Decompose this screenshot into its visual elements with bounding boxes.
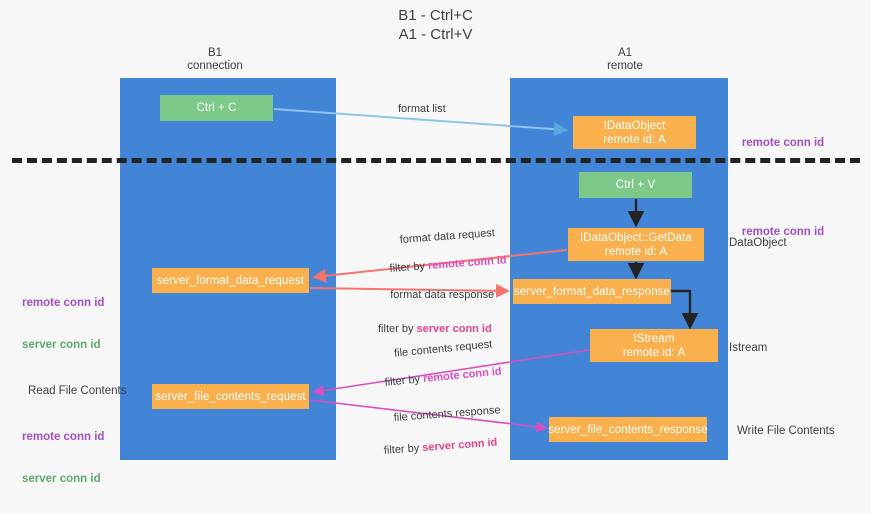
side-label-dataobject: DataObject — [729, 237, 787, 249]
diagram-canvas: B1 - Ctrl+C A1 - Ctrl+V B1 connection A1… — [12, 7, 860, 485]
key-label-remote-conn-id-mid: remote conn id — [729, 211, 824, 253]
key-remote-conn-id: remote conn id — [427, 254, 508, 273]
edge-label-line-2: filter by remote conn id — [384, 365, 503, 389]
node-server-file-contents-response[interactable]: server_file_contents_response — [548, 417, 708, 442]
edge-label-line-1: file contents request — [393, 338, 493, 360]
column-header-b1: B1 connection — [187, 47, 243, 72]
key-server-conn-id: server conn id — [421, 436, 498, 455]
node-ctrl-v[interactable]: Ctrl + V — [579, 172, 692, 198]
node-idataobject-getdata[interactable]: IDataObject::GetData remote id: A — [568, 228, 704, 261]
edge-label-line-2: filter by server conn id — [383, 436, 498, 457]
edge-label-file-contents-response: file contents response filter by server … — [380, 389, 505, 485]
key-label-left-upper: remote conn id server conn id — [22, 268, 104, 380]
node-ctrl-c[interactable]: Ctrl + C — [160, 95, 273, 121]
side-label-read-file-contents: Read File Contents — [28, 385, 127, 397]
key-remote-conn-id: remote conn id — [741, 226, 825, 238]
edge-label-line-1: format data response — [390, 289, 495, 301]
key-remote-conn-id: remote conn id — [741, 137, 825, 149]
node-idataobject[interactable]: IDataObject remote id: A — [573, 116, 696, 149]
side-label-istream: Istream — [729, 342, 768, 354]
key-server-conn-id: server conn id — [22, 339, 101, 351]
key-remote-conn-id: remote conn id — [22, 297, 105, 309]
key-label-remote-conn-id-top: remote conn id — [729, 122, 824, 164]
key-remote-conn-id: remote conn id — [22, 431, 105, 443]
key-server-conn-id: server conn id — [416, 323, 492, 335]
edge-label-line-1: format data request — [399, 227, 496, 247]
edge-label-line-2: filter by remote conn id — [389, 254, 508, 275]
key-label-left-lower: remote conn id server conn id — [22, 402, 104, 514]
edge-label-format-data-response: format data response filter by server co… — [378, 274, 494, 364]
node-server-format-data-request[interactable]: server_format_data_request — [152, 268, 309, 293]
node-server-file-contents-request[interactable]: server_file_contents_request — [152, 384, 309, 409]
page-title: B1 - Ctrl+C A1 - Ctrl+V — [398, 7, 473, 43]
node-istream[interactable]: IStream remote id: A — [590, 329, 718, 362]
side-label-write-file-contents: Write File Contents — [737, 425, 835, 437]
column-header-a1: A1 remote — [607, 47, 643, 72]
key-server-conn-id: server conn id — [22, 473, 101, 485]
node-server-format-data-response[interactable]: server_format_data_response — [513, 279, 671, 304]
section-divider — [12, 158, 860, 163]
edge-label-line-2: filter by server conn id — [378, 323, 492, 335]
key-remote-conn-id: remote conn id — [422, 365, 503, 386]
edge-label-line-1: file contents response — [393, 404, 501, 425]
edge-label-format-list: format list — [398, 103, 446, 115]
